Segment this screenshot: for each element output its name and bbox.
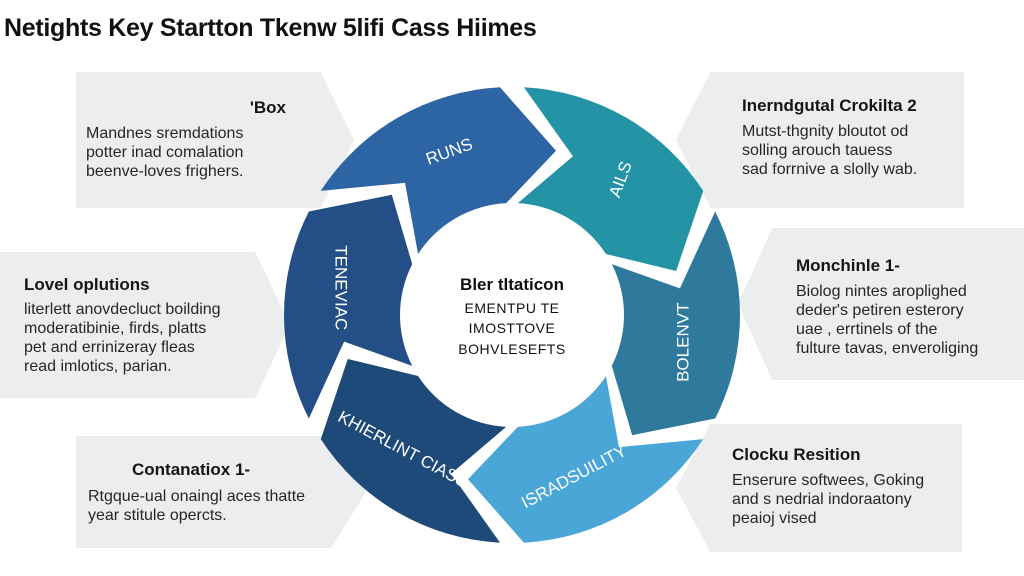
panel-mid-right-line-3: uae , errtinels of the (796, 321, 938, 338)
panel-bottom-left-line-1: Rtgque-ual onaingl aces thatte (88, 488, 306, 505)
panel-top-right-text: Inerndgutal Crokilta 2 Mutst-thgnity blo… (742, 96, 917, 179)
segment-teneviac-label: TENEVIAC (332, 245, 351, 330)
panel-bottom-left-title: Contanatiox 1- (132, 460, 251, 479)
panel-bottom-right-line-1: Enserure softwees, Goking (732, 472, 925, 489)
panel-mid-left-title: Lovel oplutions (24, 275, 150, 294)
center-circle (404, 207, 620, 423)
panel-top-right-title: Inerndgutal Crokilta 2 (742, 96, 917, 115)
diagram-title: Netights Key Startton Tkenw 5lifi Cass H… (4, 14, 537, 42)
panel-top-left (76, 72, 354, 208)
segment-ails (517, 87, 704, 272)
panel-top-left-line-1: Mandnes sremdations (86, 125, 244, 142)
segment-bolenvt (611, 211, 741, 436)
panel-mid-right-line-1: Biolog nintes aroplighed (796, 283, 967, 300)
panel-mid-right-title: Monchinle 1- (796, 256, 900, 275)
panel-mid-left-line-4: read imlotics, parian. (24, 358, 172, 375)
panel-mid-right-line-2: deder's petiren esterory (796, 302, 964, 319)
panel-bottom-left-text: Contanatiox 1- Rtgque-ual onaingl aces t… (88, 460, 305, 525)
panel-mid-left-line-2: moderatibinie, firds, platts (24, 320, 207, 337)
panel-bottom-left (76, 436, 366, 548)
panel-bottom-right-title: Clocku Resition (732, 445, 861, 464)
center-line-2: IMOSTTOVE (469, 320, 556, 336)
segment-runs (320, 87, 556, 255)
panel-top-left-line-3: beenve-loves frighers. (86, 163, 244, 180)
panel-bottom-right-line-2: and s nedrial indoraatony (732, 491, 912, 508)
panel-mid-left (0, 252, 290, 398)
panel-top-right-line-2: solling arouch tauess (742, 142, 893, 159)
panel-bottom-right-line-3: peaioj vised (732, 510, 817, 527)
panel-mid-right-line-4: fulture tavas, enveroliging (796, 340, 979, 357)
panel-top-left-text: 'Box Mandnes sremdations potter inad com… (86, 98, 286, 181)
panel-bottom-right (676, 424, 962, 552)
center-title: Bler tltaticon (460, 275, 564, 294)
panel-mid-right (738, 228, 1024, 380)
segment-khierlint (320, 358, 507, 543)
panel-top-left-line-2: potter inad comalation (86, 144, 244, 161)
panel-mid-left-text: Lovel oplutions literlett anovdecluct bo… (24, 275, 221, 376)
panel-top-right (676, 72, 964, 208)
panel-mid-right-text: Monchinle 1- Biolog nintes aroplighed de… (796, 256, 978, 358)
panel-top-left-title: 'Box (249, 98, 286, 117)
panel-bottom-right-text: Clocku Resition Enserure softwees, Gokin… (732, 445, 924, 528)
segment-isradsuility (468, 375, 704, 543)
panel-top-right-line-3: sad forrnive a slolly wab. (742, 161, 918, 178)
panel-top-right-line-1: Mutst-thgnity bloutot od (742, 123, 909, 140)
panel-mid-left-line-1: literlett anovdecluct boilding (24, 301, 221, 318)
segment-bolenvt-label: BOLENVT (673, 303, 692, 382)
center-line-3: BOHVLESEFTS (458, 341, 565, 357)
panel-bottom-left-line-2: year stitule opercts. (88, 507, 227, 524)
segment-teneviac (284, 194, 413, 419)
center-line-1: EMENTPU TE (465, 300, 560, 316)
panel-mid-left-line-3: pet and errinizeray fleas (24, 339, 195, 356)
